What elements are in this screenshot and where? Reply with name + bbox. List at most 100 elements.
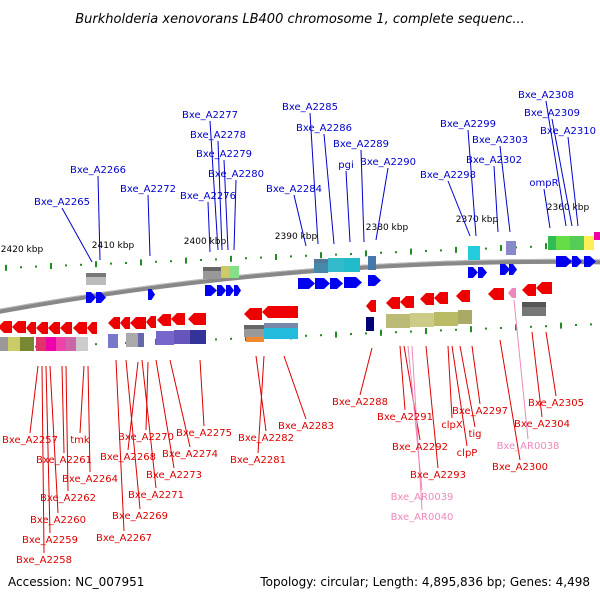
annotation-box[interactable]	[506, 241, 516, 255]
forward-gene-arrow[interactable]	[500, 264, 510, 275]
gene-label[interactable]: Bxe_A2268	[100, 452, 156, 463]
forward-gene-arrow[interactable]	[368, 275, 381, 286]
gene-label[interactable]: Bxe_A2260	[30, 515, 86, 526]
annotation-box[interactable]	[570, 236, 584, 250]
gene-label[interactable]: Bxe_A2310	[540, 126, 596, 137]
reverse-gene-arrow[interactable]	[434, 292, 448, 304]
forward-gene-arrow[interactable]	[556, 256, 572, 267]
annotation-box[interactable]	[229, 266, 239, 278]
reverse-gene-arrow[interactable]	[522, 284, 536, 296]
gene-label[interactable]: Bxe_A2259	[22, 535, 78, 546]
reverse-gene-arrow[interactable]	[244, 308, 262, 320]
gene-label[interactable]: Bxe_A2299	[440, 119, 496, 130]
gene-label[interactable]: Bxe_A2293	[410, 470, 466, 481]
forward-gene-arrow[interactable]	[330, 278, 343, 289]
gene-label[interactable]: pgi	[338, 160, 353, 171]
forward-gene-arrow[interactable]	[478, 267, 487, 278]
gene-label[interactable]: Bxe_A2271	[128, 490, 184, 501]
gene-label[interactable]: Bxe_A2258	[16, 555, 72, 566]
annotation-box[interactable]	[368, 256, 376, 270]
gene-label[interactable]: Bxe_A2273	[146, 470, 202, 481]
annotation-box[interactable]	[458, 310, 472, 324]
annotation-box[interactable]	[190, 330, 206, 344]
annotation-box[interactable]	[36, 337, 46, 351]
gene-label[interactable]: Bxe_A2309	[524, 108, 580, 119]
annotation-box[interactable]	[522, 302, 546, 307]
gene-label[interactable]: Bxe_A2281	[230, 455, 286, 466]
annotation-box[interactable]	[584, 236, 594, 250]
gene-label[interactable]: Bxe_A2261	[36, 455, 92, 466]
gene-label[interactable]: Bxe_A2262	[40, 493, 96, 504]
gene-label[interactable]: Bxe_A2279	[196, 149, 252, 160]
gene-label[interactable]: Bxe_AR0038	[497, 441, 560, 452]
forward-gene-arrow[interactable]	[234, 285, 241, 296]
annotation-box[interactable]	[156, 331, 174, 345]
forward-gene-arrow[interactable]	[205, 285, 217, 296]
gene-label[interactable]: Bxe_A2282	[238, 433, 294, 444]
gene-label[interactable]: Bxe_A2288	[332, 397, 388, 408]
reverse-gene-arrow[interactable]	[366, 300, 376, 312]
annotation-box[interactable]	[410, 313, 434, 327]
forward-gene-arrow[interactable]	[315, 278, 330, 289]
forward-gene-arrow[interactable]	[226, 285, 234, 296]
annotation-box[interactable]	[174, 330, 190, 344]
annotation-box[interactable]	[221, 266, 229, 278]
annotation-box[interactable]	[203, 267, 221, 271]
annotation-box[interactable]	[0, 337, 8, 351]
forward-gene-arrow[interactable]	[298, 278, 315, 289]
reverse-gene-arrow[interactable]	[536, 282, 552, 294]
annotation-box[interactable]	[328, 258, 344, 272]
annotation-box[interactable]	[468, 246, 480, 260]
gene-label[interactable]: ompR	[529, 178, 558, 189]
gene-label[interactable]: Bxe_A2280	[208, 169, 264, 180]
annotation-box[interactable]	[314, 259, 328, 263]
gene-label[interactable]: clpP	[457, 448, 478, 459]
reverse-gene-arrow[interactable]	[0, 321, 12, 333]
reverse-gene-arrow[interactable]	[508, 288, 516, 298]
annotation-box[interactable]	[56, 337, 66, 351]
annotation-box[interactable]	[344, 258, 360, 272]
gene-label[interactable]: Bxe_A2297	[452, 406, 508, 417]
gene-label[interactable]: Bxe_A2302	[466, 155, 522, 166]
annotation-box[interactable]	[126, 333, 138, 347]
gene-label[interactable]: Bxe_A2267	[96, 533, 152, 544]
reverse-gene-arrow[interactable]	[188, 313, 206, 325]
gene-label[interactable]: Bxe_A2305	[528, 398, 584, 409]
annotation-box[interactable]	[556, 236, 570, 250]
gene-label[interactable]: Bxe_A2285	[282, 102, 338, 113]
forward-gene-arrow[interactable]	[344, 277, 362, 288]
gene-label[interactable]: Bxe_A2276	[180, 191, 236, 202]
gene-label[interactable]: Bxe_A2275	[176, 428, 232, 439]
gene-label[interactable]: Bxe_A2272	[120, 184, 176, 195]
gene-label[interactable]: Bxe_A2303	[472, 135, 528, 146]
reverse-gene-arrow[interactable]	[60, 322, 72, 334]
reverse-gene-arrow[interactable]	[48, 322, 60, 334]
gene-label[interactable]: Bxe_A2292	[392, 442, 448, 453]
gene-label[interactable]: Bxe_A2291	[377, 412, 433, 423]
reverse-gene-arrow[interactable]	[130, 317, 146, 329]
forward-gene-arrow[interactable]	[86, 292, 96, 303]
forward-gene-arrow[interactable]	[509, 264, 517, 275]
annotation-box[interactable]	[86, 273, 106, 277]
annotation-box[interactable]	[108, 334, 118, 348]
gene-label[interactable]: Bxe_A2283	[278, 421, 334, 432]
reverse-gene-arrow[interactable]	[262, 306, 298, 318]
gene-label[interactable]: Bxe_A2270	[118, 432, 174, 443]
forward-gene-arrow[interactable]	[572, 256, 582, 267]
gene-label[interactable]: clpX	[441, 420, 463, 431]
gene-label[interactable]: Bxe_A2300	[492, 462, 548, 473]
annotation-box[interactable]	[246, 337, 264, 342]
gene-label[interactable]: Bxe_A2274	[162, 449, 218, 460]
annotation-box[interactable]	[244, 325, 264, 329]
gene-label[interactable]: Bxe_A2304	[514, 419, 570, 430]
annotation-box[interactable]	[46, 337, 56, 351]
reverse-gene-arrow[interactable]	[456, 290, 470, 302]
reverse-gene-arrow[interactable]	[386, 297, 400, 309]
reverse-gene-arrow[interactable]	[120, 317, 130, 329]
gene-label[interactable]: Bxe_A2286	[296, 123, 352, 134]
annotation-box[interactable]	[548, 236, 556, 250]
annotation-box[interactable]	[138, 333, 144, 347]
reverse-gene-arrow[interactable]	[108, 317, 120, 329]
gene-label[interactable]: Bxe_A2289	[333, 139, 389, 150]
